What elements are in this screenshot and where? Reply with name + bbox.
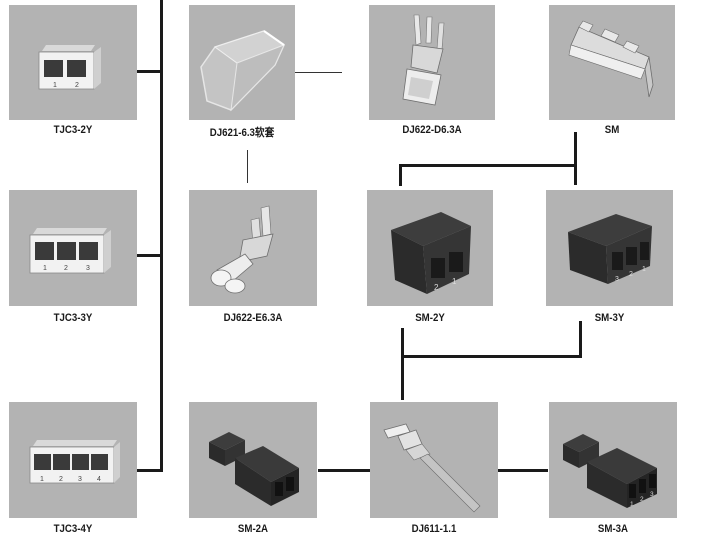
tjc3-4y-housing-image: 1 2 3 4 bbox=[29, 440, 120, 484]
branch-line-tjc3-3y bbox=[137, 254, 163, 257]
sm-link-drop bbox=[399, 164, 402, 186]
pin-label: 3 bbox=[78, 476, 82, 483]
tjc3-2y-housing-image: 1 2 bbox=[38, 45, 101, 90]
sm-link-vertical bbox=[574, 132, 577, 185]
product-label-dj621: DJ621-6.3软套 bbox=[209, 127, 275, 139]
product-label-dj622-e63a: DJ622-E6.3A bbox=[223, 312, 283, 324]
product-tile-sm-3a[interactable]: 1 2 3 bbox=[549, 402, 677, 518]
pin-label: 1 bbox=[53, 82, 57, 89]
sm-terminal-image bbox=[568, 20, 654, 98]
pin-label: 1 bbox=[630, 501, 634, 508]
sm-2a-plug-image bbox=[209, 432, 299, 506]
product-label-sm-2y: SM-2Y bbox=[415, 312, 445, 324]
product-tile-tjc3-2y[interactable]: 1 2 bbox=[9, 5, 137, 120]
dj621-sleeve-image bbox=[200, 30, 286, 112]
link-line-dj611-sm3a bbox=[498, 469, 548, 472]
smy-link-left bbox=[401, 328, 404, 400]
branch-line-tjc3-4y bbox=[137, 469, 163, 472]
dj611-terminal-image bbox=[383, 423, 481, 513]
smy-link-horizontal bbox=[401, 355, 582, 358]
product-tile-sm-2y[interactable]: 2 1 bbox=[367, 190, 493, 306]
pin-label: 3 bbox=[650, 491, 654, 498]
product-tile-dj611[interactable] bbox=[370, 402, 498, 518]
dj622-d63a-terminal-image bbox=[402, 14, 445, 106]
trunk-line-left bbox=[160, 0, 163, 472]
product-tile-dj622-e63a[interactable] bbox=[189, 190, 317, 306]
product-tile-dj622-d63a[interactable] bbox=[369, 5, 495, 120]
pin-label: 2 bbox=[75, 82, 79, 89]
pin-label: 3 bbox=[615, 276, 619, 283]
tjc3-3y-housing-image: 1 2 3 bbox=[29, 228, 111, 274]
pin-label: 2 bbox=[59, 476, 63, 483]
dj622-e63a-terminal-image bbox=[210, 205, 274, 294]
sm-3a-plug-image: 1 2 3 bbox=[563, 434, 657, 508]
sm-3y-housing-image: 3 2 1 bbox=[568, 214, 652, 284]
product-tile-dj621[interactable] bbox=[189, 5, 295, 120]
product-tile-tjc3-4y[interactable]: 1 2 3 4 bbox=[9, 402, 137, 518]
link-line-sm2a-dj611 bbox=[318, 469, 370, 472]
link-line-dj621-down bbox=[247, 150, 248, 183]
product-label-sm-2a: SM-2A bbox=[237, 523, 269, 535]
product-label-tjc3-3y: TJC3-3Y bbox=[53, 312, 93, 324]
pin-label: 1 bbox=[642, 266, 646, 273]
pin-label: 2 bbox=[629, 271, 633, 278]
pin-label: 3 bbox=[86, 265, 90, 272]
product-label-tjc3-2y: TJC3-2Y bbox=[53, 124, 93, 136]
sm-2y-housing-image: 2 1 bbox=[391, 212, 471, 294]
product-label-dj622-d63a: DJ622-D6.3A bbox=[402, 124, 462, 136]
smy-link-right bbox=[579, 321, 582, 357]
pin-label: 1 bbox=[43, 265, 47, 272]
pin-label: 4 bbox=[97, 476, 101, 483]
pin-label: 2 bbox=[640, 496, 644, 503]
product-tile-sm-2a[interactable] bbox=[189, 402, 317, 518]
product-tile-tjc3-3y[interactable]: 1 2 3 bbox=[9, 190, 137, 306]
pin-label: 2 bbox=[64, 265, 68, 272]
pin-label: 2 bbox=[434, 283, 439, 292]
branch-line-tjc3-2y bbox=[137, 70, 163, 73]
sm-link-horizontal bbox=[399, 164, 577, 167]
pin-label: 1 bbox=[452, 277, 457, 286]
product-tile-sm[interactable] bbox=[549, 5, 675, 120]
pin-label: 1 bbox=[40, 476, 44, 483]
product-label-sm-3a: SM-3A bbox=[597, 523, 629, 535]
link-line-dj621-right bbox=[295, 72, 342, 73]
product-label-sm-3y: SM-3Y bbox=[594, 312, 625, 324]
product-tile-sm-3y[interactable]: 3 2 1 bbox=[546, 190, 673, 306]
product-label-sm: SM bbox=[604, 124, 620, 136]
product-label-dj611: DJ611-1.1 bbox=[411, 523, 457, 535]
product-label-tjc3-4y: TJC3-4Y bbox=[53, 523, 93, 535]
